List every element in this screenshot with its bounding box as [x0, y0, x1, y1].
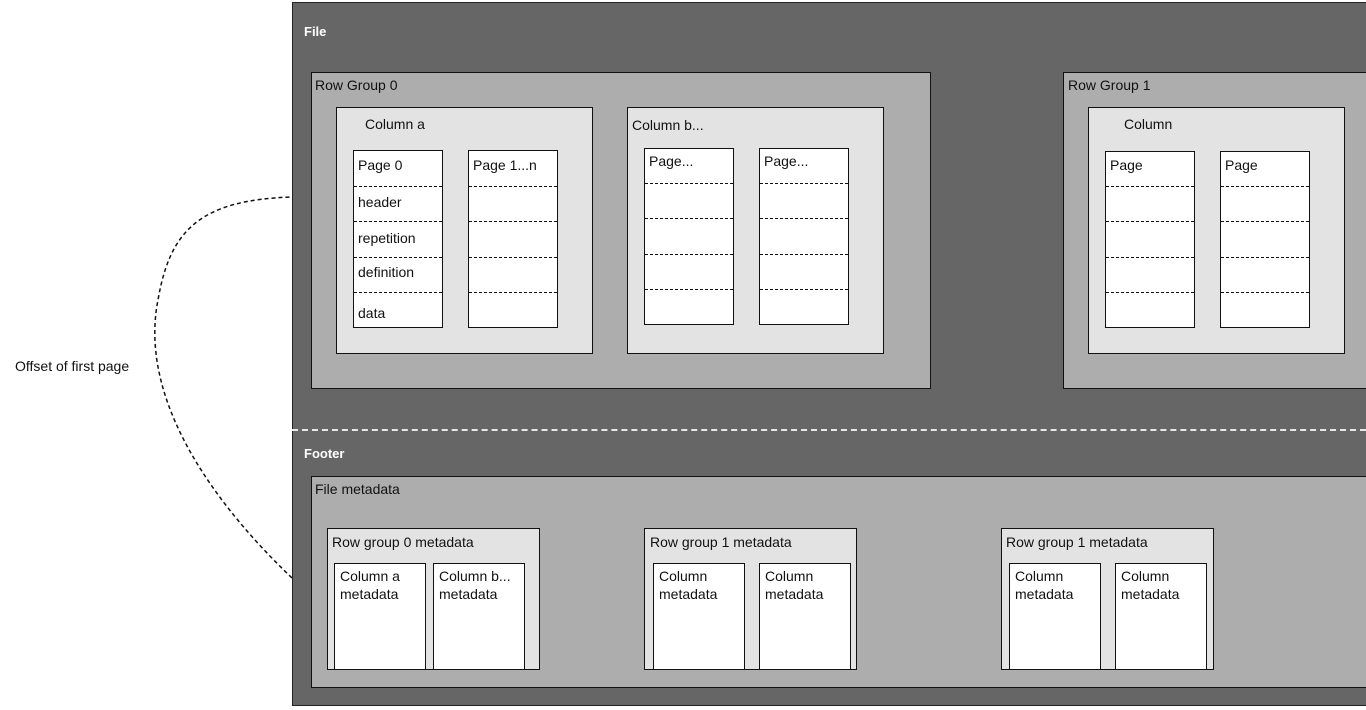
footer-label: Footer [304, 446, 345, 461]
column-b-page-2-label: Page... [764, 153, 809, 169]
page-0-label: Page 0 [358, 157, 403, 173]
page-1-n [468, 150, 558, 328]
row-group-0-metadata-label: Row group 0 metadata [332, 534, 474, 550]
column-a-label: Column a [365, 116, 425, 132]
row-group-1-page-1 [1105, 151, 1195, 328]
page-0 [353, 150, 443, 328]
column-metadata: Column metadata [653, 563, 745, 670]
column-b-page-1-label: Page... [649, 153, 694, 169]
row-group-1-page-2-label: Page [1225, 157, 1258, 173]
offset-label: Offset of first page [15, 358, 130, 374]
page-0-header: header [358, 194, 402, 210]
file-label: File [304, 24, 327, 39]
column-b-page-2 [759, 148, 849, 325]
row-group-1-page-2 [1220, 151, 1310, 328]
column-metadata: Column metadata [759, 563, 851, 670]
row-group-1-label: Row Group 1 [1068, 77, 1151, 93]
column-metadata: Column metadata [1115, 563, 1207, 670]
column-b-label: Column b... [632, 117, 704, 133]
row-group-1-column-label: Column [1124, 116, 1173, 132]
row-group-1-metadata-2-label: Row group 1 metadata [1006, 534, 1148, 550]
column-metadata: Column metadata [1009, 563, 1101, 670]
page-0-definition: definition [358, 264, 415, 280]
page-0-data: data [358, 305, 386, 321]
page-0-repetition: repetition [358, 230, 416, 246]
file-metadata-label: File metadata [315, 481, 400, 497]
offset-arrow [154, 192, 306, 579]
column-b-metadata: Column b... metadata [433, 563, 525, 670]
footer-divider [292, 429, 1366, 431]
row-group-0-label: Row Group 0 [315, 77, 398, 93]
row-group-1-page-1-label: Page [1110, 157, 1143, 173]
page-1-n-label: Page 1...n [473, 157, 537, 173]
column-b-page-1 [644, 148, 734, 325]
column-a-metadata: Column a metadata [334, 563, 426, 670]
row-group-1-metadata-label: Row group 1 metadata [650, 534, 792, 550]
